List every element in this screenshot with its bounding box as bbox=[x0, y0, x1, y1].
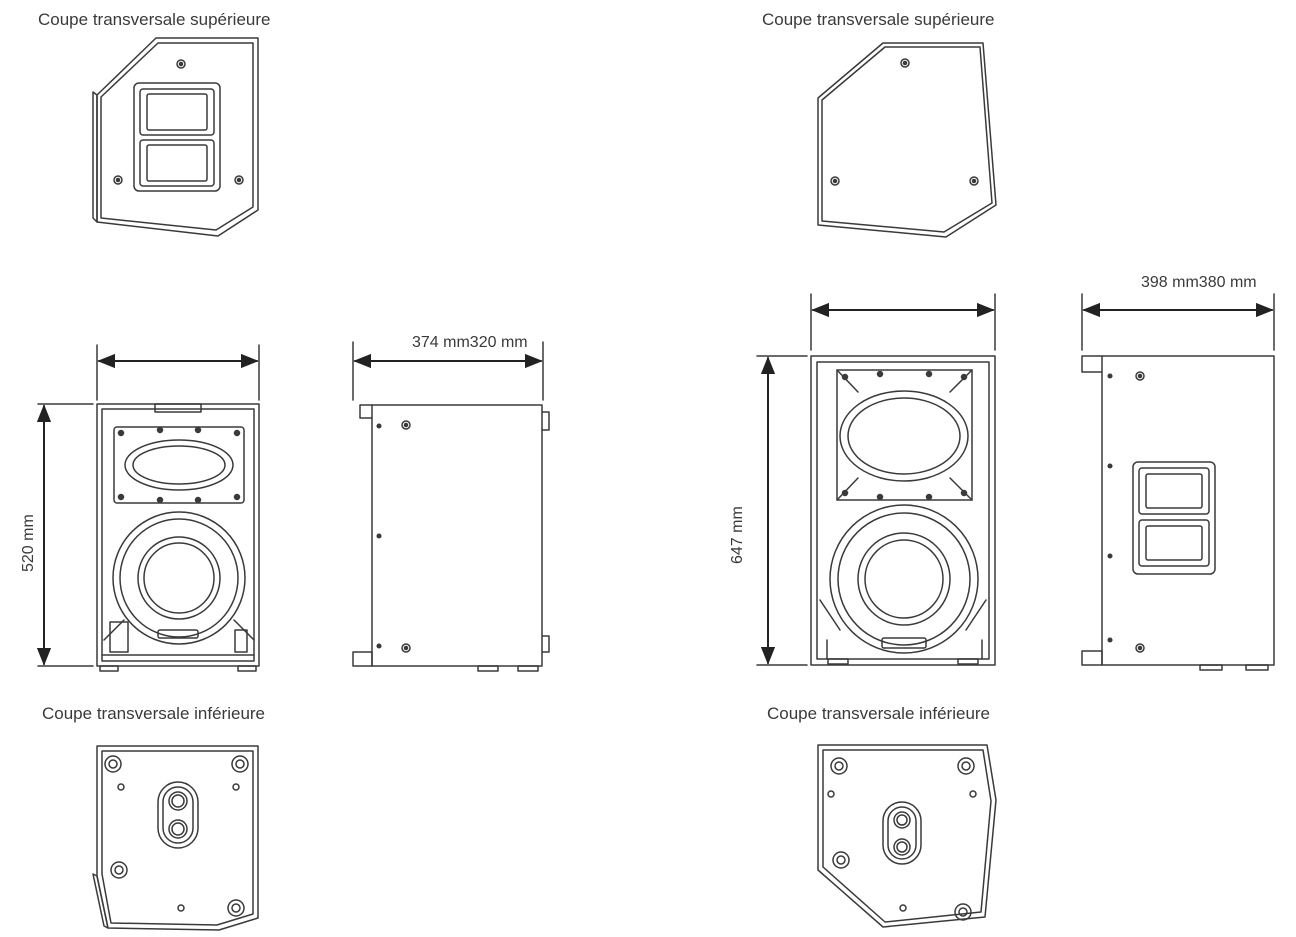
right-speaker-top-view-icon bbox=[817, 42, 997, 238]
left-speaker-side-view-icon bbox=[352, 404, 550, 672]
right-speaker-side-view-icon bbox=[1081, 355, 1275, 671]
left-depth-width-label: 374 mm320 mm bbox=[412, 334, 528, 351]
left-speaker-bottom-view-icon bbox=[92, 745, 259, 931]
right-depth-width-label: 398 mm380 mm bbox=[1141, 274, 1257, 291]
left-speaker-top-view-icon bbox=[92, 37, 259, 237]
right-top-section-label: Coupe transversale supérieure bbox=[762, 10, 995, 29]
left-speaker-front-view-icon bbox=[96, 403, 260, 672]
right-height-dimension-arrow-icon bbox=[756, 355, 808, 666]
left-width-dimension-arrow-icon bbox=[96, 344, 260, 401]
left-height-dimension-arrow-icon bbox=[36, 403, 94, 667]
left-depth-dimension-arrow-icon bbox=[352, 341, 544, 401]
right-depth-dimension-arrow-icon bbox=[1081, 293, 1275, 351]
left-top-section-label: Coupe transversale supérieure bbox=[38, 10, 271, 29]
left-bottom-section-label: Coupe transversale inférieure bbox=[42, 704, 266, 723]
right-speaker-front-view-icon bbox=[810, 355, 996, 666]
right-speaker-bottom-view-icon bbox=[817, 744, 997, 928]
right-bottom-section-label: Coupe transversale inférieure bbox=[767, 704, 991, 723]
right-width-dimension-arrow-icon bbox=[810, 293, 996, 351]
